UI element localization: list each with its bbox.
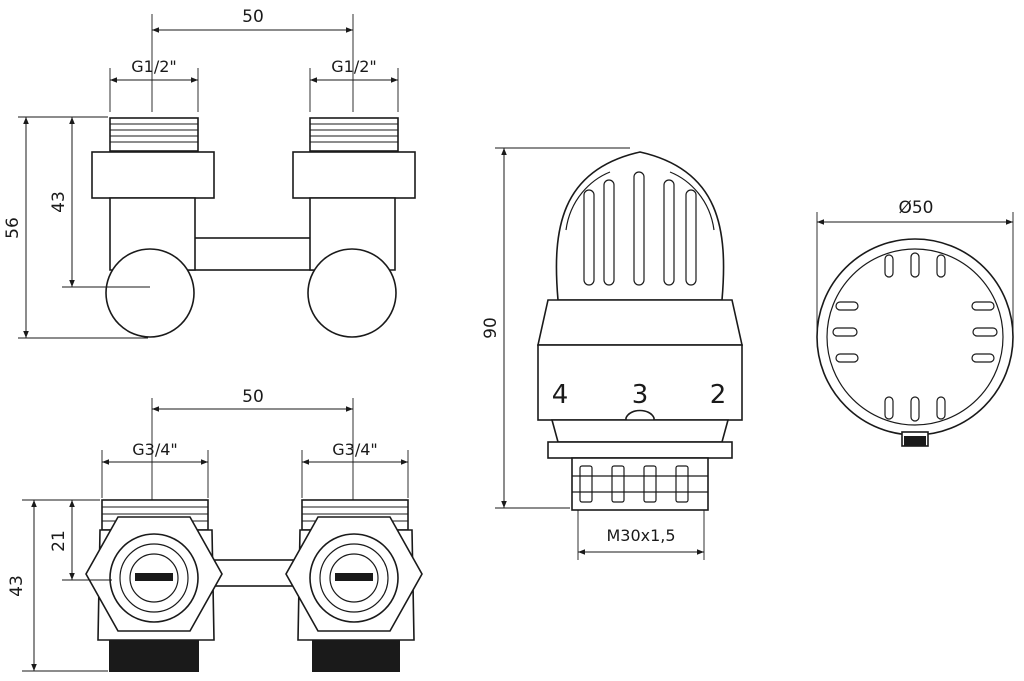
dimension-height-inner-top: 43 xyxy=(49,117,150,288)
dimension-thread-left-top: G1/2" xyxy=(109,57,199,112)
right-valve-top xyxy=(285,499,423,672)
label-spacing-bottom: 50 xyxy=(242,387,264,407)
label-thread-thermostat: M30x1,5 xyxy=(606,526,675,545)
thermostat-top-view: Ø50 xyxy=(816,198,1014,447)
dimension-height-total-top: 56 xyxy=(3,116,148,339)
label-thread-right-top: G1/2" xyxy=(331,57,377,76)
dimension-height-total-bottom: 43 xyxy=(7,499,108,672)
scale-mark-4: 4 xyxy=(552,380,569,410)
label-diameter: Ø50 xyxy=(898,198,933,218)
dimension-thread-thermostat: M30x1,5 xyxy=(577,510,705,560)
dimension-height-inner-bottom: 21 xyxy=(49,500,112,581)
label-height-total-bottom: 43 xyxy=(7,575,27,597)
scale-mark-2: 2 xyxy=(710,380,727,410)
label-spacing-top: 50 xyxy=(242,7,264,27)
dimension-spacing-bottom: 50 xyxy=(151,387,354,500)
label-thread-left-bottom: G3/4" xyxy=(132,440,178,459)
dimension-diameter: Ø50 xyxy=(816,198,1014,337)
label-thread-left-top: G1/2" xyxy=(131,57,177,76)
label-height-total-top: 56 xyxy=(3,217,23,239)
dimension-thread-right-top: G1/2" xyxy=(309,57,399,112)
dimension-thread-left-bottom: G3/4" xyxy=(101,440,209,498)
label-height-inner-top: 43 xyxy=(49,191,69,213)
dimension-thread-right-bottom: G3/4" xyxy=(301,440,409,498)
valve-top-view: 50 G3/4" G3/4" 43 21 xyxy=(7,387,423,672)
dimension-height-thermostat: 90 xyxy=(481,147,630,509)
left-valve-top xyxy=(85,499,223,672)
label-height-inner-bottom: 21 xyxy=(49,530,69,552)
label-height-thermostat: 90 xyxy=(481,317,501,339)
valve-front-view: 50 G1/2" G1/2" 56 43 xyxy=(3,7,416,339)
dimension-spacing-top: 50 xyxy=(151,7,354,112)
thermostat-side-view: 4 3 2 90 M30x1,5 xyxy=(481,147,743,560)
label-thread-right-bottom: G3/4" xyxy=(332,440,378,459)
scale-mark-3: 3 xyxy=(632,380,649,410)
right-valve-leg xyxy=(292,117,416,338)
left-valve-leg xyxy=(91,117,215,338)
